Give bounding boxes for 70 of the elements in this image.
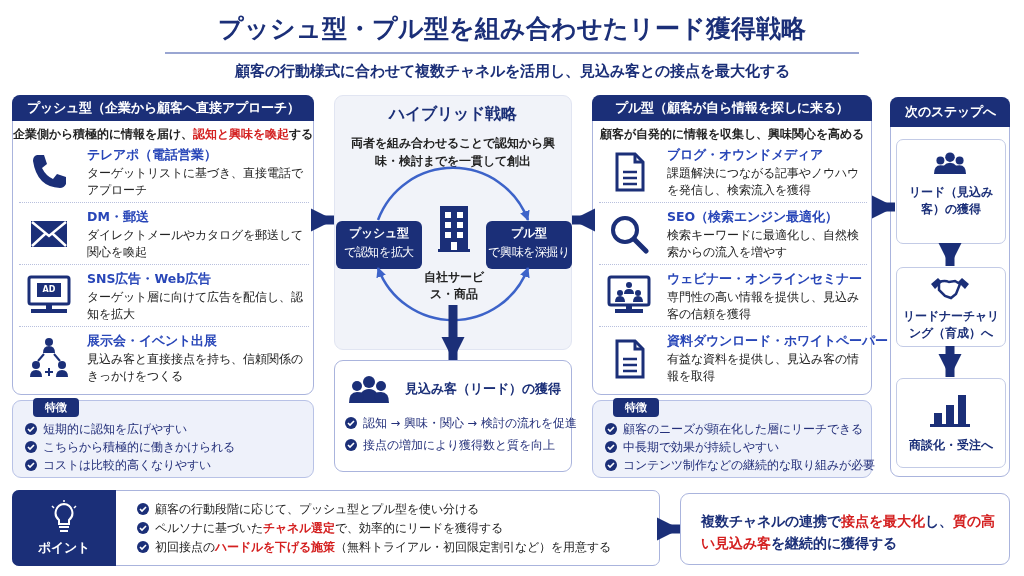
channel-title: テレアポ（電話営業） (87, 147, 217, 164)
strategy-box (336, 221, 422, 269)
channel-description: 専門性の高い情報を提供し、見込み客の信頼を獲得 (667, 289, 860, 323)
bullet-text: 短期的に認知を広げやすい (43, 421, 187, 437)
bullet-text: 認知 → 興味・関心 → 検討の流れを促進 (363, 415, 577, 431)
step-box (896, 267, 1006, 347)
strategy-note: で認知を拡大 (343, 244, 415, 261)
feature-badge: 特徴 (33, 398, 79, 417)
channel-title: 資料ダウンロード・ホワイトペーパー (667, 333, 888, 350)
panel-header: プル型（顧客が自ら情報を探しに来る） (592, 95, 872, 121)
panel-card (12, 95, 314, 395)
bullet-text: ペルソナに基づいたチャネル選定で、効率的にリードを獲得する (155, 520, 503, 536)
panel-card (890, 97, 1010, 477)
result-heading: 見込み客（リード）の獲得 (405, 380, 561, 398)
bullet-text: コンテンツ制作などの継続的な取り組みが必要 (623, 457, 875, 473)
panel-subtitle: 両者を組み合わせることで認知から興味・検討までを一貫して創出 (351, 135, 555, 170)
arrow (310, 208, 334, 232)
arrow (656, 517, 680, 541)
channel-title: ウェビナー・オンラインセミナー (667, 271, 862, 288)
channel-description: ダイレクトメールやカタログを郵送して関心を喚起 (87, 227, 304, 261)
channel-title: SNS広告・Web広告 (87, 271, 212, 288)
bullet-text: こちらから積極的に働きかけられる (43, 439, 235, 455)
panel-subtitle: 企業側から積極的に情報を届け、認知と興味を喚起する (13, 127, 313, 142)
bullet-text: 初回接点のハードルを下げる施策（無料トライアル・初回限定割引など）を用意する (155, 539, 611, 555)
strategy-name: プッシュ型 (348, 226, 410, 241)
step-box (896, 378, 1006, 468)
subtitle: 顧客の行動様式に合わせて複数チャネルを活用し、見込み客との接点を最大化する (233, 62, 791, 81)
panel-heading: ハイブリッド戦略 (387, 104, 518, 125)
arrow (441, 305, 465, 360)
bullet-text: 顧客のニーズが顕在化した層にリーチできる (623, 421, 863, 437)
channel-title: SEO（検索エンジン最適化） (667, 209, 839, 226)
point-label: ポイント (37, 540, 91, 557)
conclusion-box (680, 493, 1010, 565)
arrow (871, 195, 895, 219)
arrow (376, 267, 530, 322)
arrow (938, 242, 962, 266)
channel-description: 課題解決につながる記事やノウハウを発信し、検索流入を獲得 (667, 165, 860, 199)
panel-card (334, 95, 572, 350)
channel-description: 見込み客と直接接点を持ち、信頼関係のきっかけをつくる (87, 351, 304, 385)
step-box (896, 139, 1006, 244)
arrow (376, 166, 530, 221)
channel-description: ターゲットリストに基づき、直接電話でアプローチ (87, 165, 304, 199)
step-label: リードナーチャリング（育成）へ (902, 308, 1000, 342)
building-label: 自社サービス・商品 (424, 269, 484, 303)
channel-description: 検索キーワードに最適化し、自然検索からの流入を増やす (667, 227, 860, 261)
panel-header: プッシュ型（企業から顧客へ直接アプローチ） (12, 95, 314, 121)
panel-header: 次のステップへ (890, 97, 1010, 127)
feature-badge: 特徴 (613, 398, 659, 417)
channel-description: 有益な資料を提供し、見込み客の情報を取得 (667, 351, 860, 385)
bullet-text: コストは比較的高くなりやすい (43, 457, 211, 473)
point-card (12, 490, 660, 566)
arrow (572, 208, 596, 232)
strategy-name: プル型 (510, 226, 548, 241)
channel-title: DM・郵送 (87, 209, 149, 226)
arrow (938, 346, 962, 377)
channel-description: ターゲット層に向けて広告を配信し、認知を拡大 (87, 289, 304, 323)
step-label: 商談化・受注へ (908, 437, 994, 454)
bullet-text: 接点の増加により獲得数と質を向上 (363, 437, 555, 453)
ad-text: AD (41, 285, 57, 295)
bullet-text: 顧客の行動段階に応じて、プッシュ型とプル型を使い分ける (155, 501, 479, 517)
step-label: リード（見込み客）の獲得 (908, 184, 994, 218)
channel-title: 展示会・イベント出展 (87, 333, 217, 350)
channel-title: ブログ・オウンドメディア (667, 147, 823, 164)
bullet-text: 中長期で効果が持続しやすい (623, 439, 779, 455)
feature-card (12, 400, 314, 478)
strategy-box (486, 221, 572, 269)
conclusion-text: 複数チャネルの連携で接点を最大化し、質の高い見込み客を継続的に獲得する (701, 512, 995, 553)
strategy-note: で興味を深掘り (487, 244, 571, 261)
title: プッシュ型・プル型を組み合わせたリード獲得戦略 (217, 13, 807, 45)
panel-subtitle: 顧客が自発的に情報を収集し、興味関心を高める (599, 127, 865, 142)
